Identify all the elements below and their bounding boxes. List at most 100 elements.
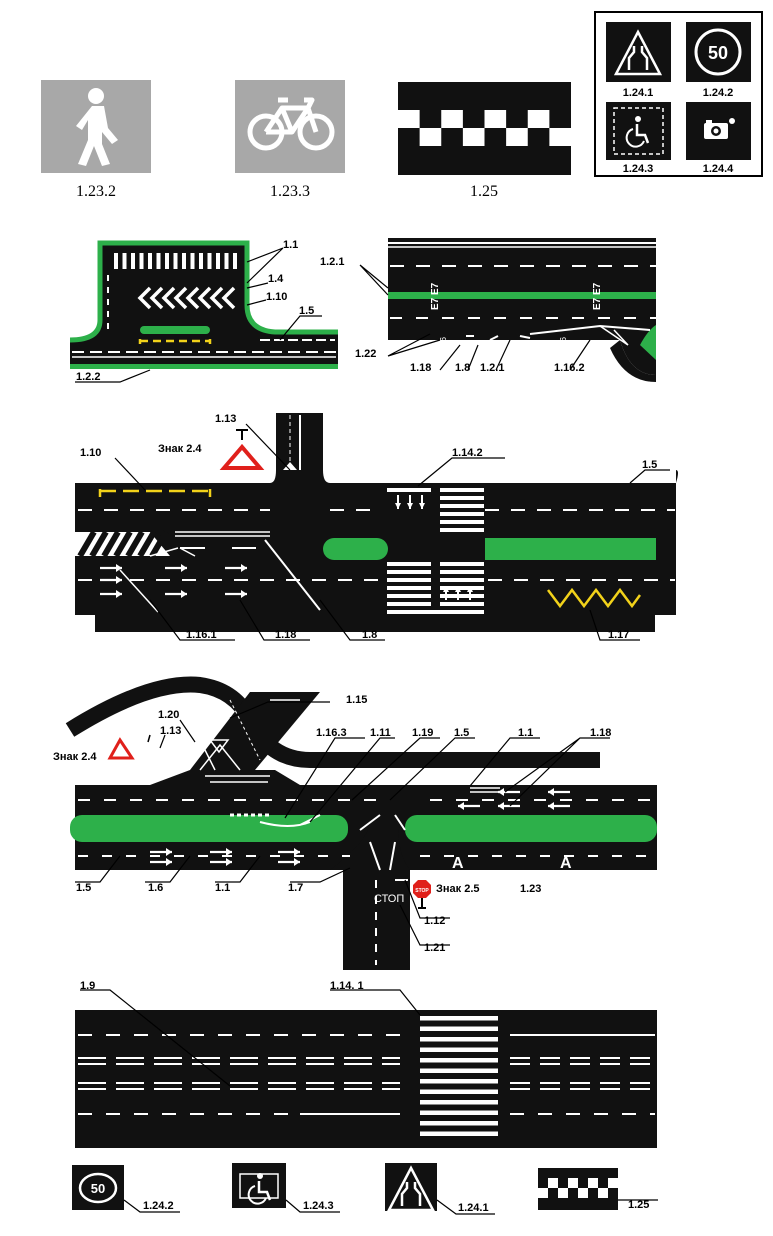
label-d3-1-14-2: 1.14.2	[452, 447, 483, 459]
zebra-stripe	[224, 253, 229, 269]
label-bottom-1-25: 1.25	[628, 1199, 649, 1211]
zebra-stripe	[190, 253, 195, 269]
label-d4-1-16-3: 1.16.3	[316, 727, 347, 739]
label-1-24-1: 1.24.1	[623, 87, 654, 99]
label-d5-1-9: 1.9	[80, 980, 95, 992]
sign-bottom-1-24-2: 50 1.24.2	[72, 1165, 180, 1213]
zebra-stripe	[440, 496, 484, 500]
label-d4-1-5-top: 1.5	[454, 727, 469, 739]
label-d4-1-20: 1.20	[158, 709, 179, 721]
bus-lane-a: A	[452, 855, 464, 872]
zebra-stripe	[440, 528, 484, 532]
diagram-parking: 1.1 1.4 1.10 1.5 1.2.2	[69, 239, 338, 383]
label-1-23-3: 1.23.3	[270, 183, 310, 200]
zebra-stripe	[387, 602, 431, 606]
zebra-stripe	[387, 570, 431, 574]
checker-cell	[419, 128, 442, 146]
sign-1-25-checker: 1.25	[398, 82, 571, 200]
zebra-stripe	[420, 1026, 498, 1031]
chevron-mark	[185, 286, 200, 310]
label-d1-1-1: 1.1	[283, 239, 298, 251]
label-d4-1-5-bottom: 1.5	[76, 882, 91, 894]
zebra-stripe	[233, 253, 237, 269]
zebra-stripe	[440, 562, 484, 566]
label-d1-1-10: 1.10	[266, 291, 287, 303]
zebra-stripe	[182, 253, 186, 269]
label-d4-1-18: 1.18	[590, 727, 611, 739]
label-d4-1-23: 1.23	[520, 883, 541, 895]
diagram-highway: E7 E7 E7 E7 26 26 1.2.1 1.22 1.18 1.8 1.…	[320, 238, 656, 382]
zebra-stripe	[387, 578, 431, 582]
zebra-stripe	[420, 1110, 498, 1115]
label-d2-1-16-2: 1.16.2	[554, 362, 585, 374]
label-d4-1-1-top: 1.1	[518, 727, 533, 739]
zebra-stripe	[199, 253, 203, 269]
zebra-stripe	[440, 594, 484, 598]
sign-box-1-24: 1.24.1 50 1.24.2 1.24.3 1.24.4	[594, 11, 763, 177]
zebra-stripe	[387, 562, 431, 566]
label-d2-1-18: 1.18	[410, 362, 431, 374]
label-d3-1-8: 1.8	[362, 629, 377, 641]
zebra-stripe	[440, 520, 484, 524]
hatch-line	[89, 530, 109, 558]
sign-1-23-2: 1.23.2	[41, 80, 151, 200]
label-d4-1-6: 1.6	[148, 882, 163, 894]
sign-caption-2-4-d4: Знак 2.4	[53, 751, 97, 763]
zebra-stripe	[420, 1079, 498, 1084]
checker-cell	[441, 110, 463, 128]
num-26-a: 26	[439, 337, 448, 346]
label-bottom-1-24-3: 1.24.3	[303, 1200, 334, 1212]
hatch-line	[77, 530, 97, 558]
hatch-line	[101, 530, 121, 558]
zebra-stripe	[156, 253, 161, 269]
chevron-mark	[173, 286, 188, 310]
zebra-stripe	[440, 488, 484, 492]
num-26-b: 26	[559, 337, 568, 346]
checker-cell	[484, 110, 507, 128]
zebra-stripe	[207, 253, 212, 269]
zebra-stripe	[387, 594, 431, 598]
zebra-stripe	[440, 586, 484, 590]
checker-cell	[588, 1178, 598, 1188]
label-1-25: 1.25	[470, 183, 498, 200]
zebra-stripe	[420, 1068, 498, 1073]
label-1-24-2: 1.24.2	[703, 87, 734, 99]
sign-caption-2-4-d3: Знак 2.4	[158, 443, 202, 455]
checker-cell	[568, 1178, 578, 1188]
label-d3-1-16-1: 1.16.1	[186, 629, 217, 641]
label-d1-1-5: 1.5	[299, 305, 314, 317]
zebra-stripe	[420, 1100, 498, 1105]
checker-cell	[527, 110, 550, 128]
label-1-24-4: 1.24.4	[703, 163, 734, 175]
checker-cell	[608, 1178, 618, 1188]
label-bottom-1-24-1: 1.24.1	[458, 1202, 489, 1214]
label-d3-1-10: 1.10	[80, 447, 101, 459]
hatch-line	[113, 530, 133, 558]
stop-sign-text: STOP	[415, 888, 429, 894]
diagram-intersection: Знак 2.4 1.13 1.10 1.14.2 1.5 1.16.1 1.1…	[75, 413, 678, 641]
label-d3-1-18: 1.18	[275, 629, 296, 641]
label-d2-1-8: 1.8	[455, 362, 470, 374]
label-d4-1-11: 1.11	[370, 727, 391, 739]
zebra-stripe	[420, 1089, 498, 1094]
route-e7-b: E7 E7	[592, 282, 603, 310]
checker-cell	[598, 1188, 608, 1198]
label-d4-1-7: 1.7	[288, 882, 303, 894]
checker-cell	[558, 1188, 568, 1198]
zebra-stripe	[420, 1016, 498, 1021]
zebra-stripe	[387, 488, 431, 492]
zebra-stripe	[440, 504, 484, 508]
zebra-stripe	[131, 253, 135, 269]
zebra-stripe	[387, 610, 484, 614]
label-d3-1-17: 1.17	[608, 629, 629, 641]
chevron-mark	[197, 286, 212, 310]
label-1-23-2: 1.23.2	[76, 183, 116, 200]
label-d4-1-1-bottom: 1.1	[215, 882, 230, 894]
zebra-stripe	[420, 1047, 498, 1052]
diagram-junction: A A СТОП Знак 2.4 STOP Знак 2.5 1.23 1.1…	[53, 676, 657, 970]
chevron-mark	[149, 286, 164, 310]
zebra-stripe	[122, 253, 127, 269]
zebra-stripe	[440, 570, 484, 574]
checker-cell	[398, 110, 420, 128]
label-d2-1-22: 1.22	[355, 348, 376, 360]
